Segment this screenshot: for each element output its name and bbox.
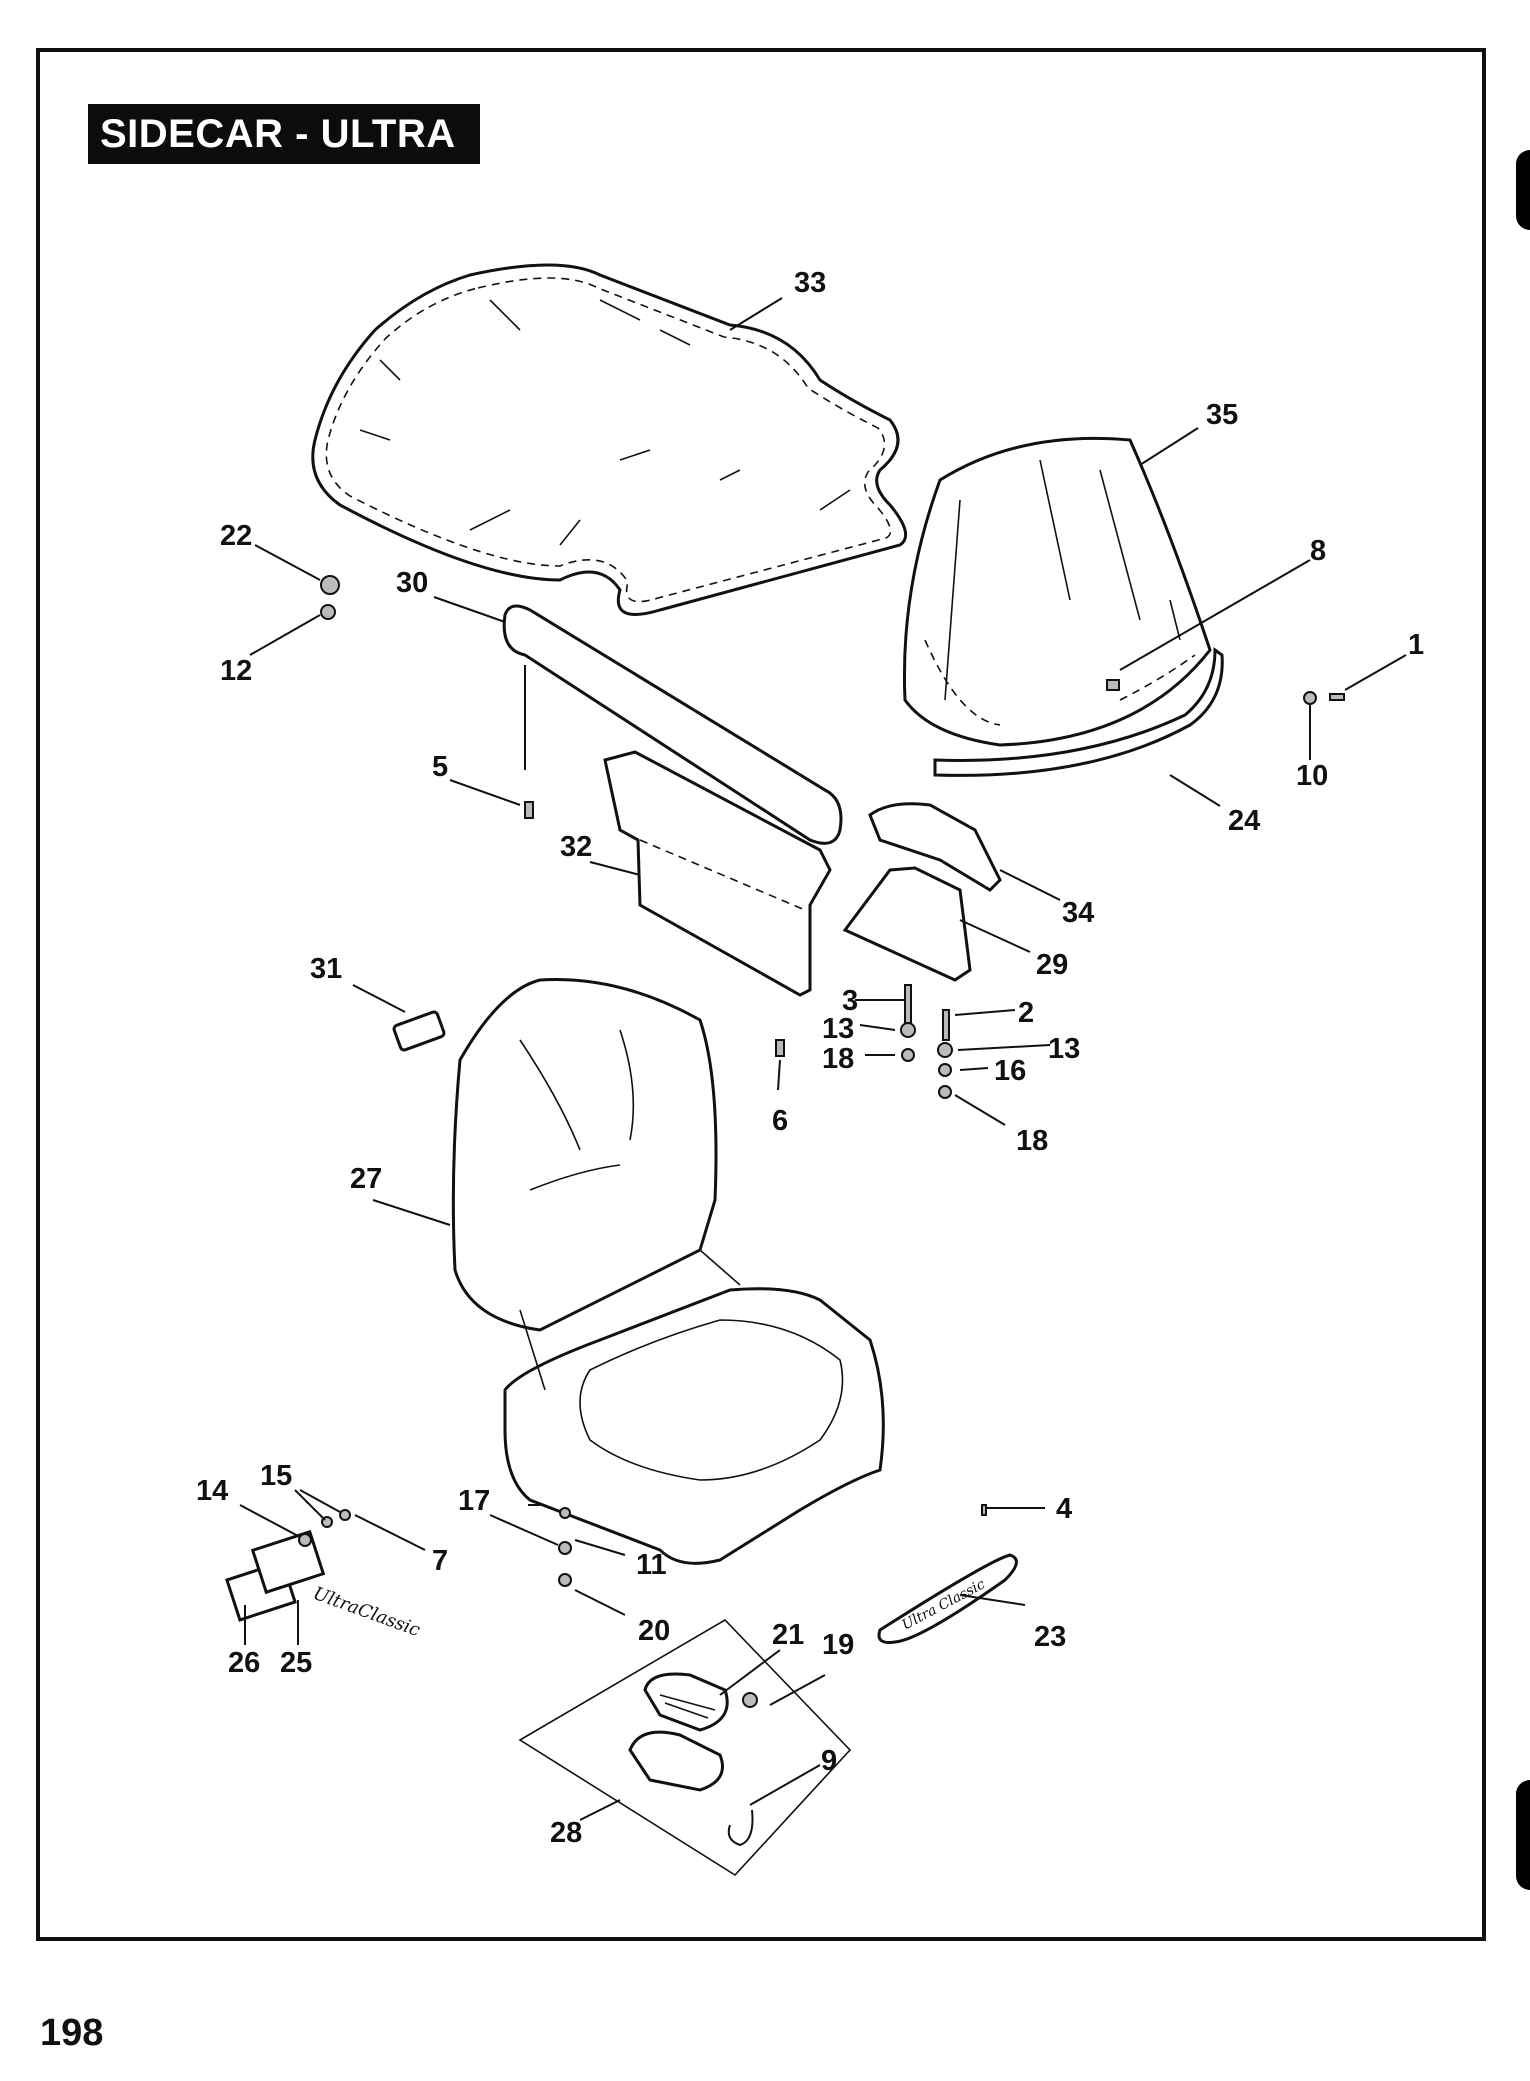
callout-7: 7: [432, 1545, 448, 1577]
callout-5: 5: [432, 751, 448, 783]
callout-8: 8: [1310, 535, 1326, 567]
callout-19: 19: [822, 1629, 854, 1661]
sill-plate: Ultra Classic: [877, 1553, 1018, 1644]
callout-6: 6: [772, 1105, 788, 1137]
callout-14: 14: [196, 1475, 228, 1507]
page-number: 198: [40, 2012, 104, 2054]
page-title: SIDECAR - ULTRA: [88, 104, 480, 164]
callout-16: 16: [994, 1055, 1026, 1087]
callout-23: 23: [1034, 1621, 1066, 1653]
callout-28: 28: [550, 1817, 582, 1849]
callout-12: 12: [220, 655, 252, 687]
binding-edge-mark: [1516, 150, 1530, 230]
sill-plate-script-text: Ultra Classic: [899, 1576, 988, 1633]
callout-18b: 18: [1016, 1125, 1048, 1157]
callout-3: 3: [842, 985, 858, 1017]
armrest: [502, 604, 843, 845]
fastener-hardware: [298, 575, 1345, 1708]
emblem-badge: UltraClassic: [225, 1529, 423, 1641]
leader-lines: [239, 297, 1407, 1821]
callout-24: 24: [1228, 805, 1260, 837]
mounting-bracket: [842, 802, 1002, 982]
callout-13a: 13: [822, 1013, 854, 1045]
callout-labels: 1 2 3 4 5 6 7 8 9 10 11 12 13 13 14 15 1…: [196, 267, 1424, 1849]
callout-31: 31: [310, 953, 342, 985]
page-frame: [36, 48, 1486, 1941]
callout-2: 2: [1018, 997, 1034, 1029]
callout-15: 15: [260, 1460, 292, 1492]
callout-30: 30: [396, 567, 428, 599]
callout-26: 26: [228, 1647, 260, 1679]
callout-25: 25: [280, 1647, 312, 1679]
windshield: [902, 436, 1212, 747]
seat-plate: [392, 1010, 446, 1052]
callout-17: 17: [458, 1485, 490, 1517]
callout-4: 4: [1056, 1493, 1072, 1525]
callout-35: 35: [1206, 399, 1238, 431]
callout-10: 10: [1296, 760, 1328, 792]
sidecar-seat: [451, 978, 885, 1565]
callout-11: 11: [636, 1549, 667, 1581]
callout-22: 22: [220, 520, 252, 552]
footrest: [518, 1618, 852, 1877]
callout-32: 32: [560, 831, 592, 863]
windshield-trim: [933, 647, 1224, 777]
callout-1: 1: [1408, 629, 1424, 661]
callout-13b: 13: [1048, 1033, 1080, 1065]
callout-9: 9: [821, 1745, 837, 1777]
callout-21: 21: [772, 1619, 804, 1651]
callout-29: 29: [1036, 949, 1068, 981]
emblem-script-text: UltraClassic: [310, 1583, 423, 1641]
callout-33: 33: [794, 267, 826, 299]
callout-18a: 18: [822, 1043, 854, 1075]
callout-27: 27: [350, 1163, 382, 1195]
callout-20: 20: [638, 1615, 670, 1647]
storage-pouch: [603, 750, 832, 997]
tonneau-cover: [311, 263, 908, 616]
callout-34: 34: [1062, 897, 1094, 929]
binding-edge-mark: [1516, 1780, 1530, 1890]
